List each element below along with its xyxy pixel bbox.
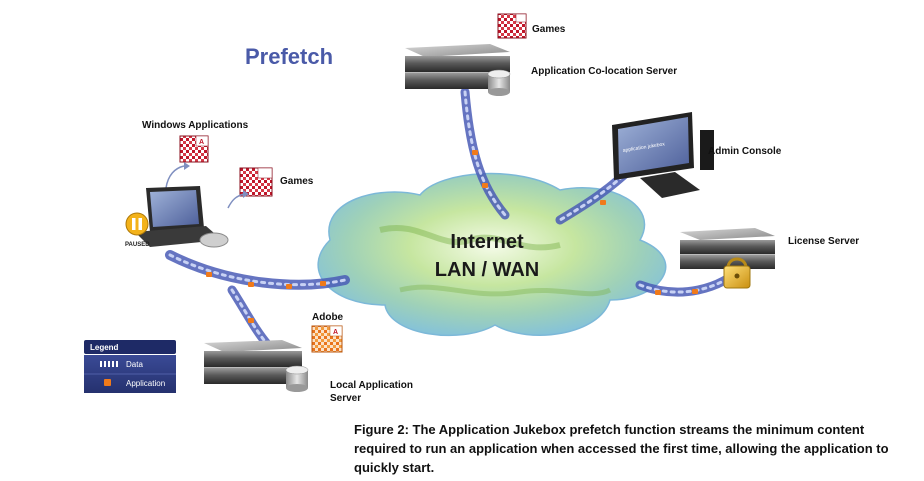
client-games-label: Games <box>280 176 314 187</box>
laptop-icon <box>135 186 229 248</box>
legend: Legend Data Application <box>84 340 176 393</box>
figure-caption: Figure 2: The Application Jukebox prefet… <box>354 422 889 475</box>
games-icon <box>239 167 273 197</box>
license-server-label: License Server <box>788 236 859 247</box>
app-colocation-label: Application Co-location Server <box>531 66 677 77</box>
admin-console-label: Admin Console <box>708 146 782 157</box>
disk-icon <box>285 365 309 392</box>
server-icon <box>680 228 775 269</box>
svg-text:A: A <box>333 329 338 336</box>
legend-data-swatch <box>100 361 118 367</box>
server-icon <box>405 44 510 89</box>
disk-icon <box>487 69 511 96</box>
adobe-label: Adobe <box>312 312 344 323</box>
paused-label: PAUSED <box>125 242 150 248</box>
monitor-icon: application jukebox <box>612 112 714 198</box>
arrow-icon <box>165 162 249 209</box>
legend-item-application: Application <box>126 379 165 388</box>
windows-apps-label: Windows Applications <box>142 120 249 131</box>
local-server-label-2: Server <box>330 393 361 404</box>
padlock-icon <box>723 257 751 289</box>
games-icon <box>497 13 527 39</box>
top-games-label: Games <box>532 24 566 35</box>
pause-icon <box>125 212 149 236</box>
local-server-label-1: Local Application <box>330 380 413 391</box>
windows-apps-icon: A <box>179 135 209 163</box>
svg-text:A: A <box>199 139 204 146</box>
server-icon <box>204 340 302 384</box>
legend-item-data: Data <box>126 360 143 369</box>
adobe-icon: A <box>311 325 343 353</box>
cloud-label-internet: Internet <box>450 231 524 253</box>
page-title: Prefetch <box>245 44 333 69</box>
internet-cloud <box>317 172 667 337</box>
legend-title: Legend <box>90 343 119 352</box>
legend-application-swatch <box>104 379 111 386</box>
cloud-label-lanwan: LAN / WAN <box>435 259 539 281</box>
application-blocks <box>206 150 698 323</box>
